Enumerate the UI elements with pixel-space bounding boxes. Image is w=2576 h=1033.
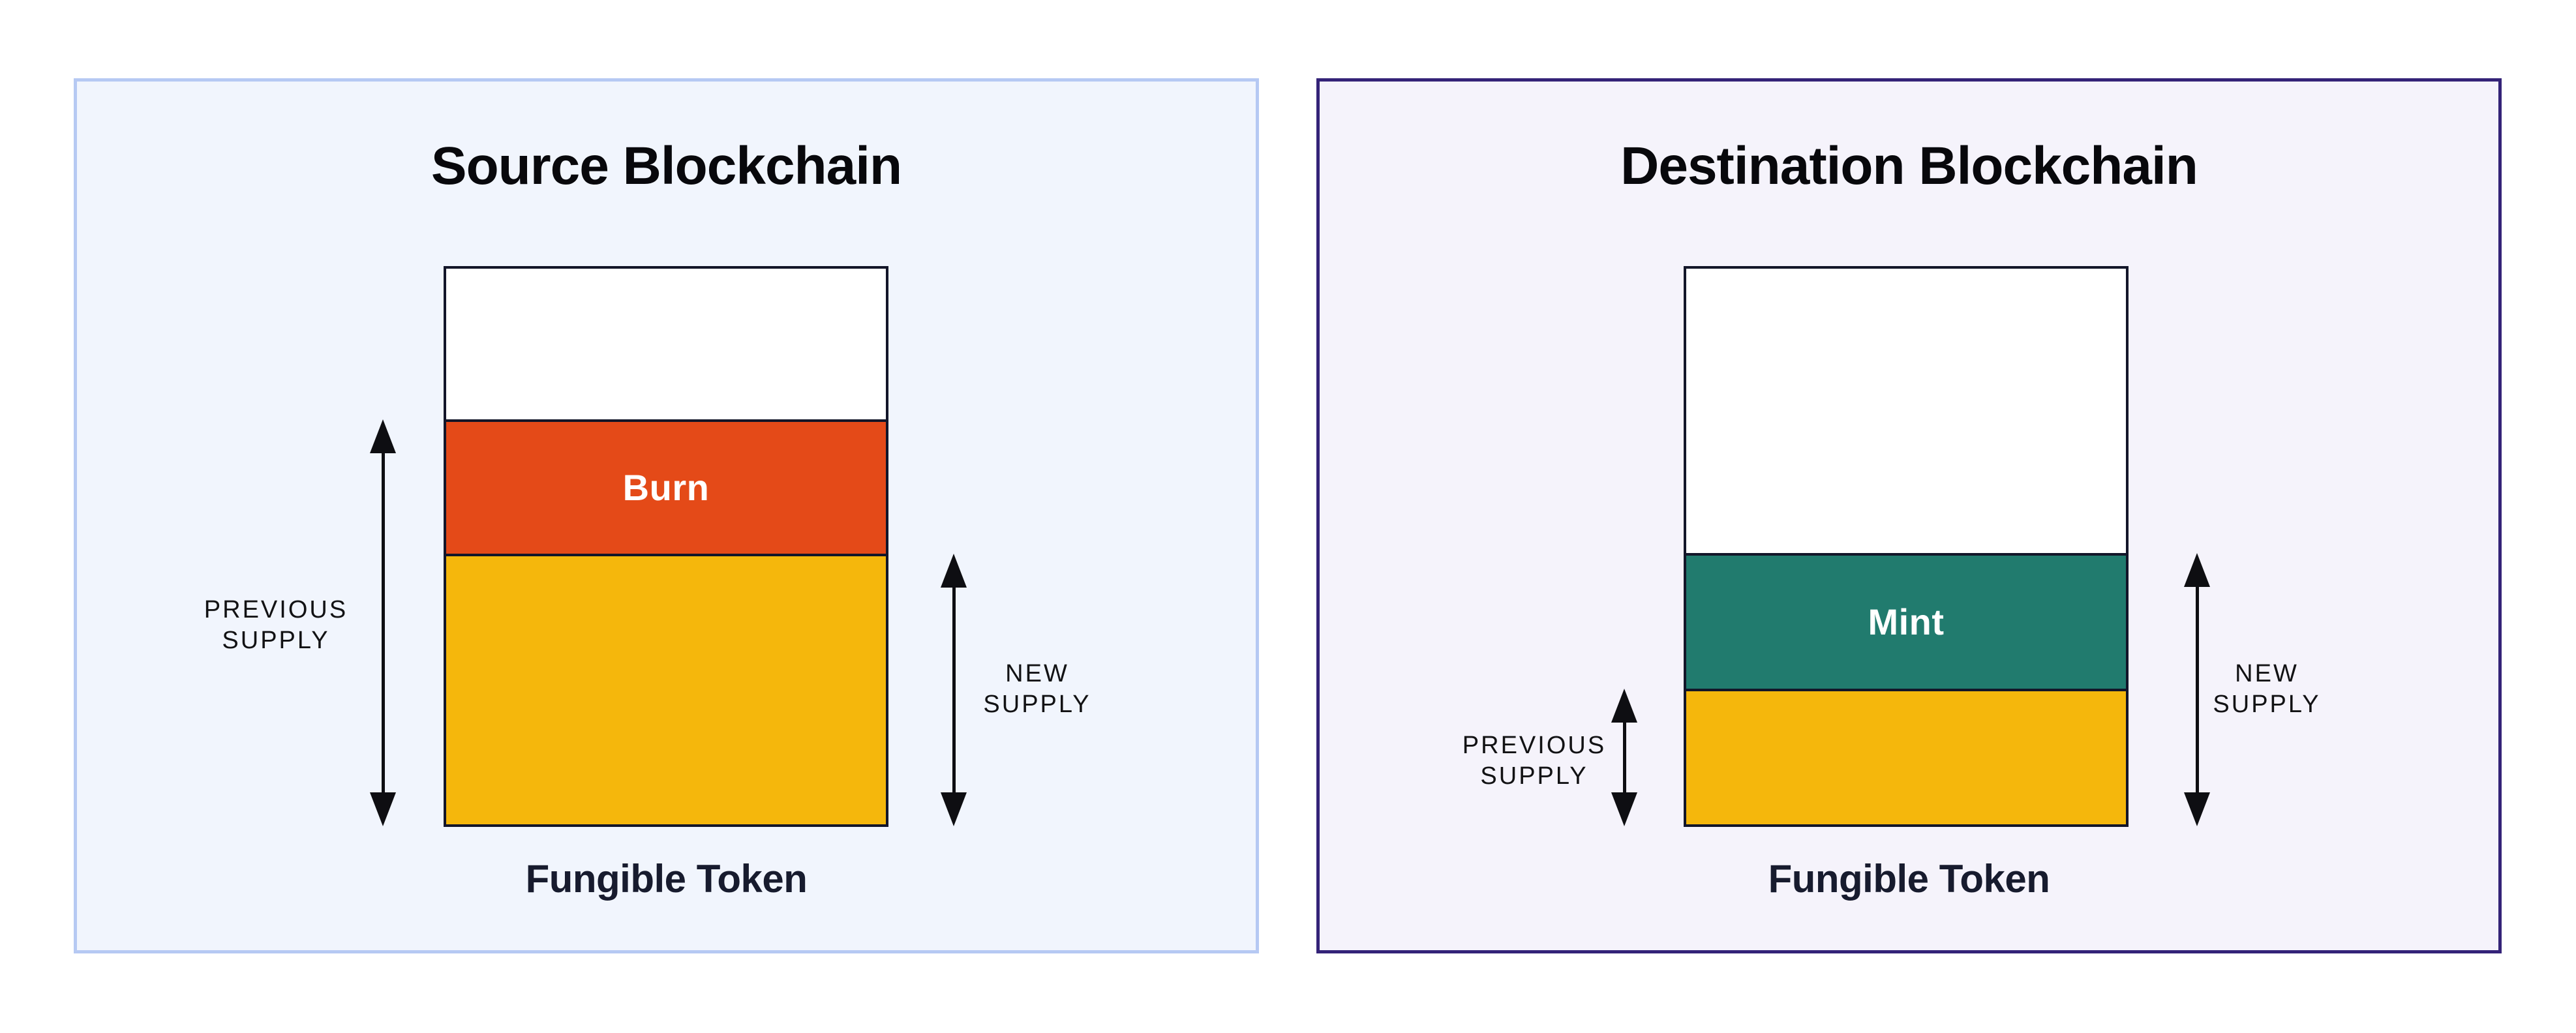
destination-previous-supply-arrow-icon (1611, 689, 1637, 826)
arrow-down-head-icon (370, 792, 396, 826)
arrow-shaft (952, 584, 956, 796)
label-line: SUPPLY (2213, 691, 2321, 719)
arrow-shaft (1622, 719, 1626, 796)
arrow-up-head-icon (941, 554, 967, 588)
label-line: SUPPLY (1480, 762, 1588, 790)
arrow-shaft (2195, 583, 2199, 796)
destination-token-supply-bar: Mint (1684, 266, 2129, 827)
label-line: NEW (2235, 660, 2299, 687)
arrow-down-head-icon (941, 792, 967, 826)
label-line: SUPPLY (222, 627, 330, 655)
source-previous-supply-label: PREVIOUS SUPPLY (165, 595, 387, 656)
source-empty-segment (446, 269, 886, 419)
destination-previous-supply-label: PREVIOUS SUPPLY (1423, 730, 1645, 792)
source-token-supply-bar: Burn (444, 266, 888, 827)
label-line: SUPPLY (983, 691, 1091, 719)
destination-previous-supply-segment (1686, 689, 2126, 824)
destination-blockchain-panel: Destination Blockchain Mint PREVIOUS SUP… (1316, 78, 2502, 953)
mint-segment-label: Mint (1868, 601, 1945, 642)
source-blockchain-panel: Source Blockchain Burn PREVIOUS SUPPLY N… (74, 78, 1259, 953)
arrow-down-head-icon (2184, 792, 2210, 826)
source-remaining-supply-segment (446, 554, 886, 824)
destination-empty-segment (1686, 269, 2126, 553)
arrow-down-head-icon (1611, 792, 1637, 826)
source-previous-supply-arrow-icon (370, 419, 396, 826)
destination-new-supply-arrow-icon (2184, 553, 2210, 826)
arrow-up-head-icon (370, 419, 396, 453)
burn-segment-label: Burn (622, 467, 710, 508)
source-new-supply-label: NEW SUPPLY (939, 659, 1135, 720)
source-fungible-token-caption: Fungible Token (525, 857, 808, 901)
source-panel-title: Source Blockchain (431, 136, 902, 196)
destination-fungible-token-caption: Fungible Token (1768, 857, 2050, 901)
destination-panel-title: Destination Blockchain (1620, 136, 2198, 196)
label-line: PREVIOUS (204, 596, 348, 623)
arrow-up-head-icon (2184, 553, 2210, 587)
source-new-supply-arrow-icon (941, 554, 967, 826)
label-line: PREVIOUS (1462, 732, 1607, 759)
arrow-up-head-icon (1611, 689, 1637, 723)
label-line: NEW (1005, 660, 1069, 687)
destination-new-supply-label: NEW SUPPLY (2169, 659, 2365, 720)
mint-segment: Mint (1686, 553, 2126, 689)
burn-segment: Burn (446, 419, 886, 554)
arrow-shaft (381, 449, 385, 796)
